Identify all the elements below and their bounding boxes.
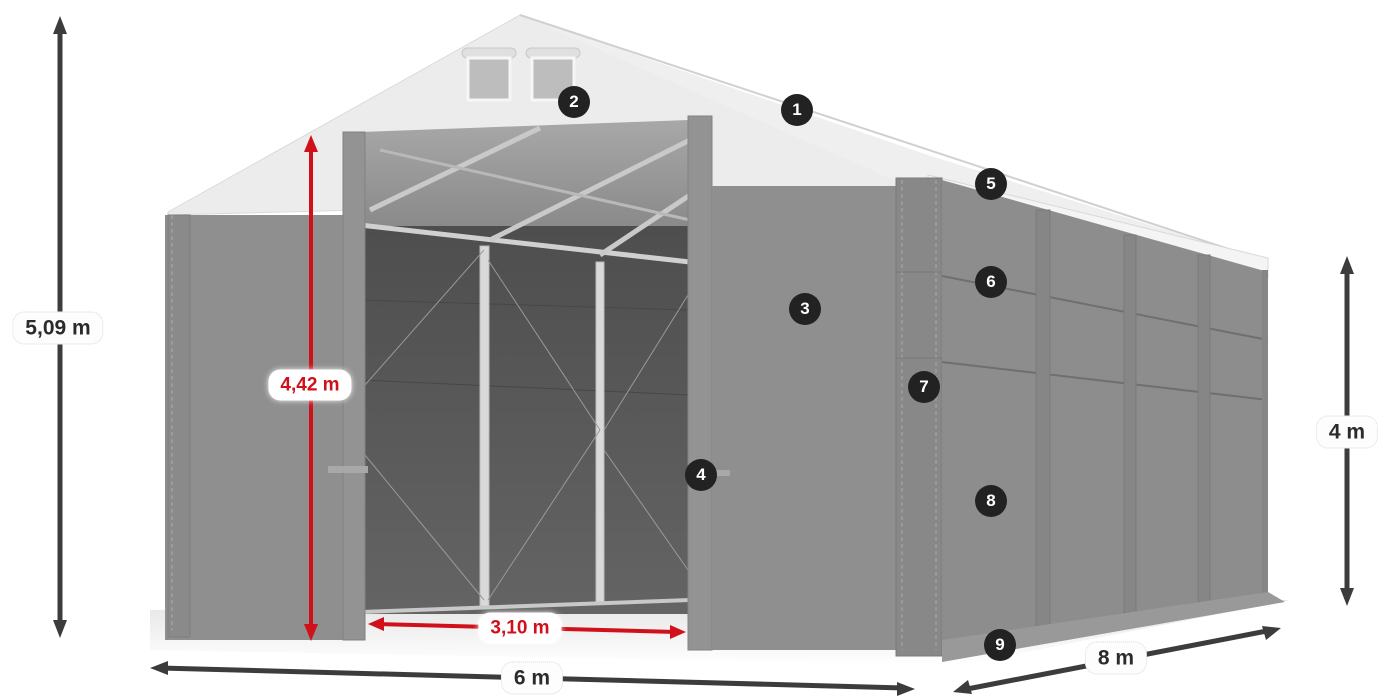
door-height-label: 4,42 m [268,369,352,401]
right-front-wall [687,115,898,651]
total-height-label: 5,09 m [12,311,104,345]
callout-4-door-curtain: 4 [685,459,717,491]
side-wall [941,180,1285,662]
length-label: 8 m [1084,641,1148,675]
callout-2-gable-vent: 2 [558,86,590,118]
corner-post [895,177,943,657]
callout-7-corner-post: 7 [908,371,940,403]
width-label: 6 m [500,661,564,695]
left-front-wall [165,131,368,641]
gable-vent-windows [461,47,581,102]
callout-8-side-wall-panel: 8 [975,485,1007,517]
callout-5-roof-edge: 5 [975,168,1007,200]
callout-6-upper-side-panel: 6 [975,266,1007,298]
callout-1-roof: 1 [781,94,813,126]
door-width-label: 3,10 m [478,612,562,644]
callout-3-front-wall: 3 [789,293,821,325]
tent-interior [359,120,692,614]
callout-9-ground-skirt: 9 [984,629,1016,661]
side-height-label: 4 m [1315,415,1379,449]
